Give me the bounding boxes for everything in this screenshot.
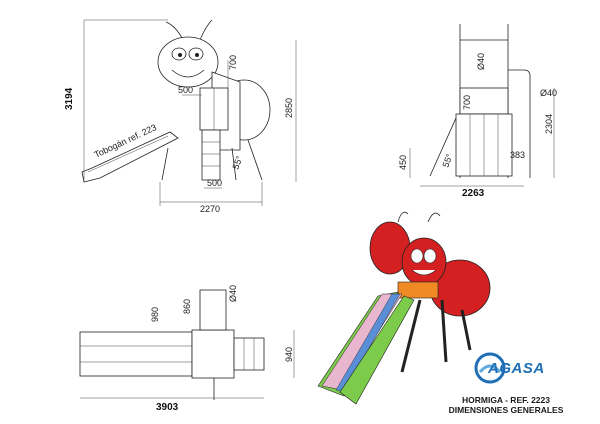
pupil-left xyxy=(178,53,182,57)
eye xyxy=(423,248,437,264)
ant-head xyxy=(401,237,447,287)
dim-width-total: 2270 xyxy=(200,204,220,214)
drawing-caption: HORMIGA - REF. 2223 DIMENSIONES GENERALE… xyxy=(436,395,576,415)
dim-length-total: 3903 xyxy=(156,402,179,413)
dim-383: 383 xyxy=(510,150,525,160)
dim-top: 700 xyxy=(228,55,238,70)
leg-2 xyxy=(247,139,263,181)
antenna xyxy=(397,211,409,223)
dim-angle: 55° xyxy=(230,154,244,171)
dim-450: 450 xyxy=(398,155,408,170)
dim-inner: 500 xyxy=(178,85,193,95)
caption-line-1: HORMIGA - REF. 2223 xyxy=(461,395,550,405)
leg xyxy=(460,309,472,351)
antenna xyxy=(427,212,441,223)
front-view: Ø40 700 Ø40 2304 2263 450 383 55° xyxy=(398,24,557,199)
dim-940: 940 xyxy=(284,347,294,362)
mouth xyxy=(411,269,437,276)
handle-rail xyxy=(508,69,531,178)
top-view: 980 860 Ø40 940 3903 xyxy=(79,285,295,413)
side-view: 3194 2850 2270 500 500 700 55° Tobogán r… xyxy=(64,19,297,214)
leg-3 xyxy=(231,147,237,181)
dim-700: 700 xyxy=(462,95,472,110)
dim-tube-dia: Ø40 xyxy=(228,285,238,302)
ant-head xyxy=(157,36,219,88)
platform-plan xyxy=(191,329,235,379)
platform-panel xyxy=(459,87,509,115)
dim-width-total: 2263 xyxy=(462,188,485,199)
pupil-right xyxy=(195,53,199,57)
dim-handle-dia: Ø40 xyxy=(540,88,557,98)
caption-line-2: DIMENSIONES GENERALES xyxy=(448,405,564,415)
slide-edge xyxy=(87,135,169,173)
dim-tube-dia: Ø40 xyxy=(476,53,486,70)
eye xyxy=(410,248,424,264)
dim-angle: 55° xyxy=(440,152,454,169)
leg-1 xyxy=(161,147,169,181)
leg xyxy=(440,299,448,363)
slide-side-green xyxy=(339,295,415,405)
agasa-brand: AGASA xyxy=(488,360,545,377)
color-render xyxy=(317,211,491,405)
antenna-left xyxy=(165,21,184,41)
platform-orange xyxy=(397,281,439,299)
dim-980: 980 xyxy=(150,307,160,322)
leg xyxy=(400,299,422,373)
ladder-plan xyxy=(233,337,265,371)
dim-height-total: 3194 xyxy=(64,87,75,110)
dim-860: 860 xyxy=(182,299,192,314)
ant-smile xyxy=(171,69,205,78)
leg-left xyxy=(429,117,457,177)
dim-step: 500 xyxy=(207,178,222,188)
agasa-logo-icon xyxy=(474,352,506,384)
antenna-right xyxy=(199,19,213,41)
slide-plan xyxy=(79,331,193,377)
dim-height-platform: 2850 xyxy=(284,98,294,118)
ladder xyxy=(201,129,221,181)
tower-plan xyxy=(199,289,227,331)
dim-height-platform: 2304 xyxy=(544,114,554,134)
